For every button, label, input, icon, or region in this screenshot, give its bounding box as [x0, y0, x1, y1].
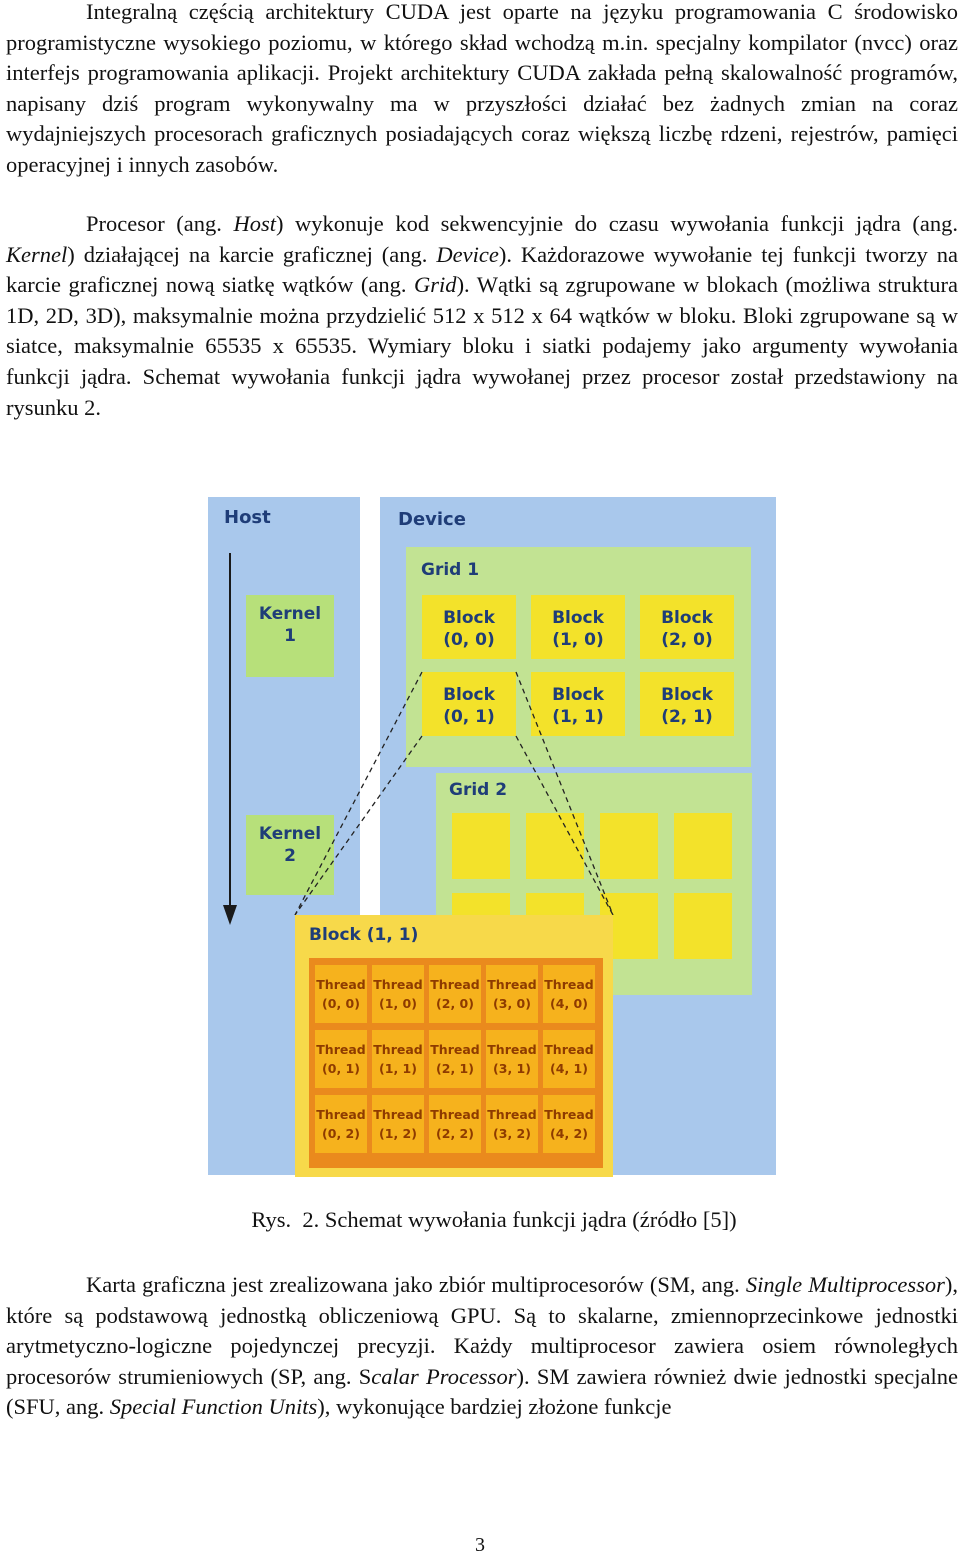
thread-label: Thread(3, 2) — [487, 1107, 536, 1141]
arrow-head — [223, 905, 237, 925]
thread-cell — [372, 1095, 424, 1153]
zoom-line — [294, 735, 423, 916]
page-number: 3 — [475, 1534, 485, 1556]
grid1-block-label: Block(0, 1) — [443, 685, 496, 727]
text-run: calar Processor — [371, 1363, 517, 1389]
grid1-block-label: Block(2, 1) — [661, 685, 714, 727]
paragraph-multiprocessors: Karta graficzna jest zrealizowana jako z… — [6, 1270, 958, 1423]
zoom-line — [515, 735, 614, 916]
device-label: Device — [398, 509, 466, 530]
thread-label: Thread(4, 0) — [544, 977, 593, 1011]
text-run: ). Wątki są zgrupowane w blokach (możliw… — [6, 272, 958, 420]
thread-label: Thread(2, 2) — [430, 1107, 479, 1141]
grid2-block — [452, 813, 510, 879]
thread-label: Thread(1, 2) — [373, 1107, 422, 1141]
paragraph-host-kernel: Procesor (ang. Host) wykonuje kod sekwen… — [6, 209, 958, 423]
grid1-block — [531, 672, 625, 736]
caption-label: Rys. — [251, 1207, 292, 1232]
grid1-block — [422, 595, 516, 659]
text-run: ), wykonujące bardziej złożone funkcje — [317, 1394, 672, 1420]
text-run: Karta graficzna jest zrealizowana jako z… — [86, 1272, 746, 1297]
thread-label: Thread(2, 0) — [430, 977, 479, 1011]
thread-label: Thread(1, 0) — [373, 977, 422, 1011]
grid1-block — [640, 672, 734, 736]
thread-cell — [372, 965, 424, 1023]
grid1-block-label: Block(0, 0) — [443, 608, 496, 650]
kernel-2 — [246, 815, 334, 895]
grid-1-label: Grid 1 — [421, 560, 479, 580]
text-run: Kernel — [6, 241, 68, 267]
thread-cell — [486, 1095, 538, 1153]
thread-cell — [543, 965, 595, 1023]
thread-label: Thread(0, 0) — [316, 977, 365, 1011]
thread-label: Thread(3, 1) — [487, 1042, 536, 1076]
text-run: ). SM zawiera również dwie jednostki spe… — [6, 1363, 959, 1420]
grid1-block-label: Block(1, 1) — [552, 685, 605, 727]
thread-cell — [543, 1095, 595, 1153]
zoom-block-label: Block (1, 1) — [309, 925, 418, 945]
text-run: Host — [233, 211, 276, 236]
grid2-block — [674, 893, 732, 959]
text-run: ), które są podstawową jednostką oblicze… — [6, 1272, 958, 1389]
thread-cell — [429, 1030, 481, 1088]
thread-label: Thread(0, 1) — [316, 1042, 365, 1076]
caption-text: 2. Schemat wywołania funkcji jądra (źród… — [302, 1207, 737, 1232]
thread-cell — [315, 1030, 367, 1088]
zoom-line — [294, 671, 423, 916]
grid1-block — [531, 595, 625, 659]
zoom-line — [515, 671, 614, 916]
grid1-block — [422, 672, 516, 736]
text-run: Single Multiprocessor — [745, 1272, 945, 1297]
thread-cell — [543, 1030, 595, 1088]
grid2-block — [674, 813, 732, 879]
kernel-1 — [246, 595, 334, 677]
text-run: ). Każdorazowe wywołanie tej funkcji two… — [6, 241, 958, 298]
text-run: Grid — [414, 272, 457, 298]
thread-cell — [372, 1030, 424, 1088]
grid-2-label: Grid 2 — [449, 780, 507, 800]
text-run: Integralną częścią architektury CUDA jes… — [6, 0, 958, 177]
thread-cell — [486, 965, 538, 1023]
thread-cell — [315, 965, 367, 1023]
host-label: Host — [224, 507, 271, 528]
thread-label: Thread(2, 1) — [430, 1042, 479, 1076]
thread-label: Thread(3, 0) — [487, 977, 536, 1011]
text-run: ) działającej na karcie graficznej (ang. — [67, 241, 437, 267]
grid2-block — [526, 813, 584, 879]
text-run: Procesor (ang. — [86, 211, 234, 236]
thread-cell — [486, 1030, 538, 1088]
figure-caption: Rys. 2. Schemat wywołania funkcji jądra … — [0, 1207, 960, 1233]
text-run: ) wykonuje kod sekwencyjnie do czasu wyw… — [275, 211, 958, 236]
grid1-block-label: Block(1, 0) — [552, 608, 605, 650]
zoom-lines — [294, 671, 614, 916]
thread-label: Thread(4, 2) — [544, 1107, 593, 1141]
thread-label: Thread(4, 1) — [544, 1042, 593, 1076]
paragraph-cuda-intro: Integralną częścią architektury CUDA jes… — [6, 0, 958, 181]
thread-label: Thread(0, 2) — [316, 1107, 365, 1141]
thread-label: Thread(1, 1) — [373, 1042, 422, 1076]
grid1-block — [640, 595, 734, 659]
grid1-block-label: Block(2, 0) — [661, 608, 714, 650]
text-run: Special Function Units — [109, 1394, 318, 1420]
thread-cell — [429, 965, 481, 1023]
grid2-block — [600, 813, 658, 879]
text-run: Device — [436, 241, 499, 267]
thread-cell — [429, 1095, 481, 1153]
thread-cell — [315, 1095, 367, 1153]
